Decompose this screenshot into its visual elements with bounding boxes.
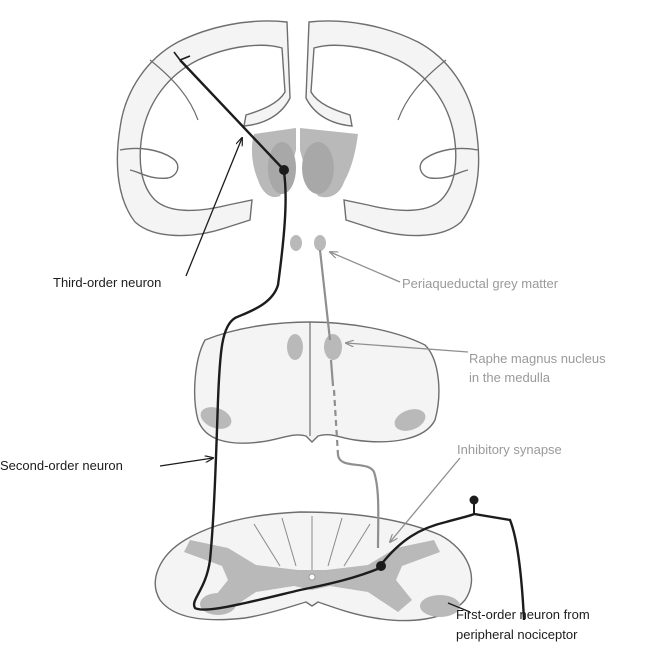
thalamus-core-right	[302, 142, 334, 194]
third-order-neuron-label: Third-order neuron	[53, 275, 161, 290]
white-matter-lines	[253, 516, 371, 575]
medulla-section	[194, 321, 440, 444]
medulla-outline	[194, 321, 440, 444]
raphe-label-line1: Raphe magnus nucleus	[469, 351, 606, 366]
raphe-magnus-nucleus	[324, 334, 342, 360]
brain-section	[116, 20, 480, 251]
second-order-neuron-label: Second-order neuron	[0, 458, 123, 473]
second-order-neuron-path	[192, 171, 381, 611]
spinal-ventral-horn-right	[420, 595, 460, 617]
left-sulcus	[119, 147, 179, 180]
medulla-nucleus-left	[287, 334, 303, 360]
thalamus-synapse	[279, 165, 289, 175]
inhibitory-synapse-label: Inhibitory synapse	[457, 442, 562, 457]
periaqueductal-spot-right	[314, 235, 326, 251]
third-order-neuron-path	[179, 59, 285, 171]
right-sulcus	[419, 147, 479, 180]
periaqueductal-spot-left	[290, 235, 302, 251]
label-pointers	[159, 138, 471, 613]
periaqueductal-label: Periaqueductal grey matter	[402, 276, 559, 291]
raphe-label-line2: in the medulla	[469, 370, 551, 385]
spinal-synapse	[376, 561, 386, 571]
descending-pathway	[318, 249, 380, 549]
first-order-neuron-path	[379, 512, 526, 621]
medulla-olive-right	[394, 409, 426, 431]
first-order-label-line2: peripheral nociceptor	[456, 627, 578, 642]
first-order-label-line1: First-order neuron from	[456, 607, 590, 622]
right-hemisphere	[305, 20, 480, 237]
medulla-olive-left	[200, 407, 232, 429]
spinal-ventral-horn-left	[200, 593, 236, 615]
left-hemisphere	[116, 20, 291, 237]
central-canal	[308, 573, 316, 581]
pain-pathway	[173, 51, 526, 621]
nociceptor-ending	[469, 495, 479, 505]
